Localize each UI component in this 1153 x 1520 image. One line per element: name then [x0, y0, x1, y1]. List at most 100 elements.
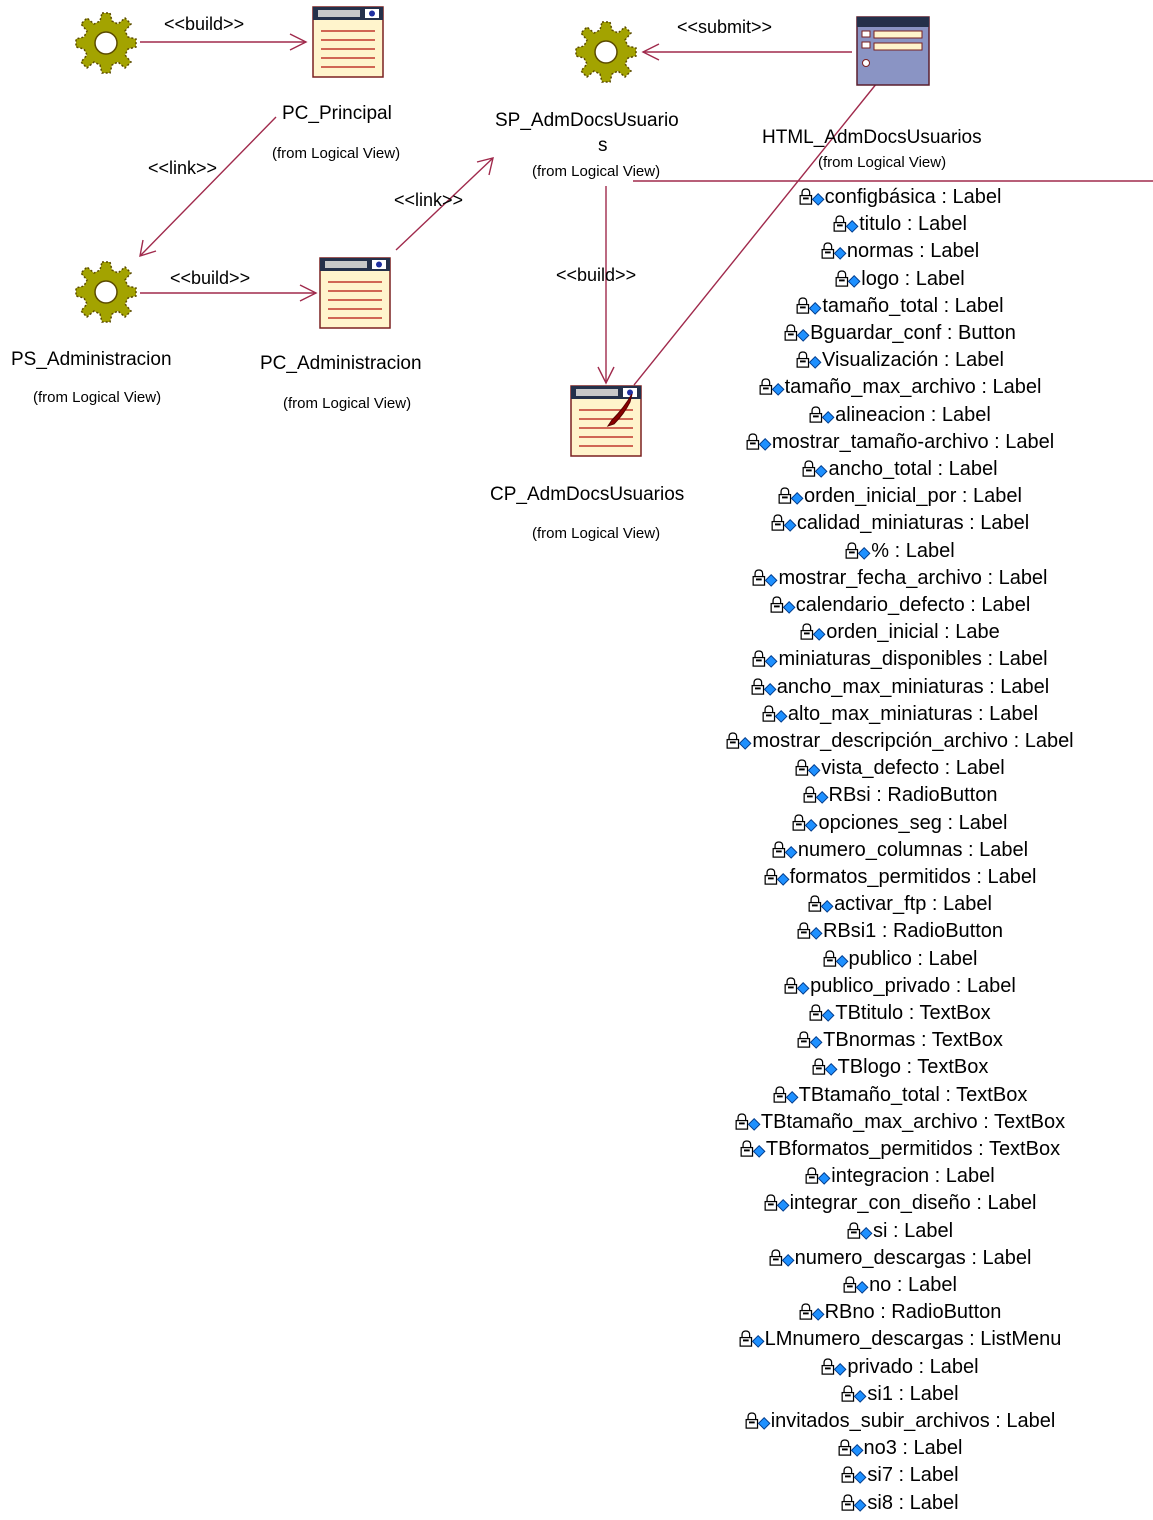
- attribute-label: calidad_miniaturas : Label: [796, 512, 1030, 535]
- attribute-label: orden_inicial : Labe: [826, 621, 1000, 644]
- attribute-label: si8 : Label: [867, 1491, 959, 1514]
- pc-principal-name: PC_Principal: [282, 103, 392, 124]
- attribute-row: % : Label: [620, 538, 1153, 564]
- protected-attribute-icon: [843, 1276, 869, 1294]
- attribute-row: TBtitulo : TextBox: [620, 1000, 1153, 1026]
- attribute-row: opciones_seg : Label: [620, 810, 1153, 836]
- attribute-label: mostrar_descripción_archivo : Label: [752, 730, 1074, 752]
- attribute-label: LMnumero_descargas : ListMenu: [764, 1328, 1062, 1351]
- attribute-label: integrar_con_diseño : Label: [789, 1192, 1037, 1215]
- attribute-label: RBsi : RadioButton: [828, 784, 998, 807]
- attribute-label: opciones_seg : Label: [818, 811, 1008, 834]
- html-to-cp-line: [633, 82, 878, 386]
- protected-attribute-icon: [808, 895, 834, 913]
- attribute-label: ancho_total : Label: [828, 458, 998, 480]
- attribute-label: si1 : Label: [867, 1382, 959, 1405]
- attribute-row: mostrar_fecha_archivo : Label: [620, 565, 1153, 591]
- attribute-row: formatos_permitidos : Label: [620, 864, 1153, 890]
- protected-attribute-icon: [751, 677, 777, 696]
- protected-attribute-icon: [841, 1385, 867, 1403]
- protected-attribute-icon: [838, 1439, 863, 1457]
- protected-attribute-icon: [803, 460, 828, 478]
- build-mid-stereotype: <<build>>: [170, 268, 251, 288]
- attribute-row: integracion : Label: [620, 1163, 1153, 1189]
- protected-attribute-icon: [772, 841, 798, 859]
- protected-attribute-icon: [845, 541, 871, 560]
- protected-attribute-icon: [753, 569, 778, 587]
- attribute-label: normas : Label: [846, 240, 980, 263]
- cp-admdocs-feather-icon: [606, 393, 633, 427]
- attribute-row: Visualización : Label: [620, 347, 1153, 373]
- pc-administracion-page-icon: [319, 257, 391, 329]
- attribute-row: titulo : Label: [620, 211, 1153, 237]
- attribute-row: numero_columnas : Label: [620, 837, 1153, 863]
- attribute-row: si : Label: [620, 1218, 1153, 1244]
- protected-attribute-icon: [847, 1221, 873, 1240]
- cp-admdocs-from: (from Logical View): [532, 525, 661, 542]
- protected-attribute-icon: [841, 1466, 867, 1485]
- protected-attribute-icon: [740, 1140, 766, 1158]
- attribute-row: activar_ftp : Label: [620, 891, 1153, 917]
- attribute-label: alineacion : Label: [835, 403, 991, 426]
- protected-attribute-icon: [793, 813, 818, 832]
- attribute-label: si7 : Label: [867, 1464, 959, 1487]
- attribute-label: TBtitulo : TextBox: [835, 1002, 991, 1024]
- protected-attribute-icon: [746, 433, 772, 451]
- attribute-row: ancho_total : Label: [620, 456, 1153, 482]
- attribute-row: publico : Label: [620, 946, 1153, 972]
- attribute-row: RBsi : RadioButton: [620, 782, 1153, 808]
- attribute-row: Bguardar_conf : Button: [620, 320, 1153, 346]
- attribute-label: alto_max_miniaturas : Label: [787, 702, 1039, 725]
- attribute-label: formatos_permitidos : Label: [789, 866, 1037, 888]
- attribute-label: numero_descargas : Label: [794, 1246, 1032, 1269]
- sp-admdocs-gear-icon: [575, 21, 637, 83]
- attribute-label: Visualización : Label: [822, 349, 1004, 372]
- attribute-label: titulo : Label: [859, 213, 967, 236]
- attribute-label: vista_defecto : Label: [821, 757, 1005, 780]
- attribute-row: calendario_defecto : Label: [620, 592, 1153, 618]
- protected-attribute-icon: [764, 1194, 790, 1213]
- protected-attribute-icon: [799, 188, 825, 206]
- ps-administracion-from: (from Logical View): [33, 389, 162, 406]
- html-admdocs-name: HTML_AdmDocsUsuarios: [762, 127, 982, 148]
- attribute-label: miniaturas_disponibles : Label: [778, 648, 1048, 671]
- attribute-label: si : Label: [872, 1219, 954, 1242]
- pc-administracion-name: PC_Administracion: [260, 353, 422, 374]
- attribute-label: no : Label: [869, 1274, 957, 1296]
- protected-attribute-icon: [764, 868, 790, 886]
- attribute-row: publico_privado : Label: [620, 973, 1153, 999]
- attribute-label: TBtamaño_total : TextBox: [798, 1083, 1028, 1106]
- html-admdocs-from: (from Logical View): [818, 154, 947, 171]
- protected-attribute-icon: [762, 705, 788, 723]
- protected-attribute-icon: [726, 732, 752, 750]
- attribute-label: TBtamaño_max_archivo : TextBox: [760, 1110, 1066, 1133]
- attribute-row: mostrar_descripción_archivo : Label: [620, 728, 1153, 754]
- attribute-row: normas : Label: [620, 238, 1153, 264]
- link-left-stereotype: <<link>>: [148, 158, 218, 178]
- protected-attribute-icon: [803, 786, 828, 805]
- protected-attribute-icon: [778, 487, 804, 505]
- protected-attribute-icon: [773, 1085, 799, 1104]
- attribute-label: calendario_defecto : Label: [795, 594, 1031, 616]
- protected-attribute-icon: [809, 1004, 835, 1022]
- attribute-row: TBformatos_permitidos : TextBox: [620, 1136, 1153, 1162]
- attribute-row: RBsi1 : RadioButton: [620, 918, 1153, 944]
- submit-stereotype: <<submit>>: [677, 17, 773, 37]
- protected-attribute-icon: [735, 1113, 761, 1131]
- ps-principal-gear-icon: [75, 12, 137, 74]
- attribute-row: si8 : Label: [620, 1490, 1153, 1516]
- protected-attribute-icon: [784, 324, 810, 342]
- attribute-label: Bguardar_conf : Button: [810, 322, 1016, 344]
- link-mid-line: [395, 157, 494, 251]
- protected-attribute-icon: [823, 949, 848, 968]
- attribute-label: mostrar_fecha_archivo : Label: [778, 566, 1048, 589]
- attribute-label: TBlogo : TextBox: [837, 1056, 989, 1079]
- protected-attribute-icon: [805, 1167, 831, 1185]
- sp-admdocs-name-line1: SP_AdmDocsUsuario: [495, 110, 679, 131]
- protected-attribute-icon: [812, 1058, 838, 1077]
- attribute-label: publico_privado : Label: [810, 974, 1016, 997]
- attribute-label: tamaño_total : Label: [822, 294, 1004, 317]
- build-top-stereotype: <<build>>: [164, 14, 245, 34]
- attribute-row: configbásica : Label: [620, 184, 1153, 210]
- link-left-line: [139, 116, 277, 257]
